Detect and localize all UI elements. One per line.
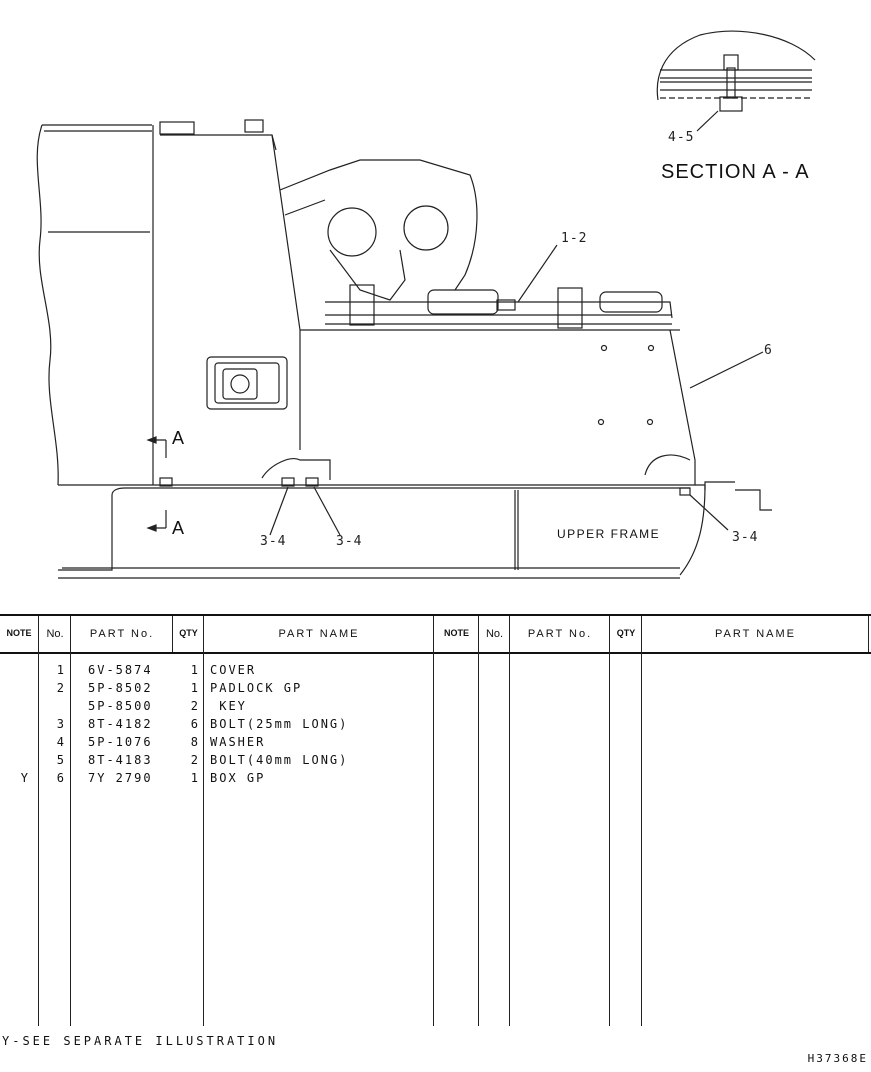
access-plate [206, 356, 288, 410]
row-part-name: BOLT(25mm LONG) [210, 717, 349, 731]
col-divider [70, 616, 71, 1026]
table-row: 3 8T-4182 6 BOLT(25mm LONG) [0, 717, 433, 735]
header-part-name: PART NAME [278, 628, 360, 640]
section-title: SECTION A - A [661, 161, 810, 183]
footnote: Y-SEE SEPARATE ILLUSTRATION [2, 1034, 279, 1048]
row-part-no: 7Y 2790 [88, 771, 153, 785]
toolbox-cover [261, 284, 696, 485]
parts-illustration [36, 30, 816, 579]
callout-4-5: 4-5 [668, 130, 695, 145]
col-divider [509, 616, 510, 1026]
row-part-no: 6V-5874 [88, 663, 153, 677]
table-row: 5 8T-4183 2 BOLT(40mm LONG) [0, 753, 433, 771]
header-no-right: No. [485, 628, 504, 640]
row-note: Y [20, 771, 30, 785]
row-qty: 1 [190, 681, 200, 695]
row-part-no: 8T-4183 [88, 753, 153, 767]
section-detail [656, 30, 816, 132]
section-marks [146, 436, 167, 532]
table-row: 2 5P-8502 1 PADLOCK GP [0, 681, 433, 699]
table-row: Y 6 7Y 2790 1 BOX GP [0, 771, 433, 789]
col-divider [868, 616, 869, 652]
section-mark-top: A [172, 428, 185, 448]
section-mark-bottom: A [172, 518, 185, 538]
row-qty: 1 [190, 771, 200, 785]
cab-structure [36, 119, 301, 486]
col-divider [433, 616, 434, 1026]
header-note: NOTE [6, 628, 32, 638]
row-part-name: KEY [210, 699, 247, 713]
row-no: 2 [56, 681, 66, 695]
row-part-name: BOLT(40mm LONG) [210, 753, 349, 767]
row-no: 1 [56, 663, 66, 677]
row-qty: 8 [190, 735, 200, 749]
header-divider [0, 652, 871, 654]
row-part-no: 5P-8500 [88, 699, 153, 713]
table-row: 4 5P-1076 8 WASHER [0, 735, 433, 753]
header-part-name-right: PART NAME [715, 628, 796, 640]
row-part-name: PADLOCK GP [210, 681, 303, 695]
row-qty: 1 [190, 663, 200, 677]
row-qty: 6 [190, 717, 200, 731]
header-part-no-right: PART No. [527, 628, 593, 640]
boom-support [279, 159, 478, 301]
col-divider [641, 616, 642, 1026]
callout-6: 6 [764, 343, 773, 358]
row-part-name: BOX GP [210, 771, 266, 785]
col-divider [609, 616, 610, 1026]
row-part-no: 5P-1076 [88, 735, 153, 749]
header-qty: QTY [179, 628, 198, 638]
row-part-name: COVER [210, 663, 257, 677]
leader-lines [269, 244, 764, 536]
col-divider [172, 616, 173, 652]
callout-1-2: 1-2 [561, 231, 588, 246]
upper-frame-label: UPPER FRAME [557, 527, 661, 541]
row-no: 6 [56, 771, 66, 785]
col-divider [38, 616, 39, 1026]
row-part-name: WASHER [210, 735, 266, 749]
col-divider [478, 616, 479, 1026]
table-row: 1 6V-5874 1 COVER [0, 663, 433, 681]
header-no: No. [46, 628, 64, 640]
drawing-number: H37368E [807, 1052, 868, 1065]
callout-3-4-middle: 3-4 [336, 534, 363, 549]
callout-3-4-left: 3-4 [260, 534, 287, 549]
row-qty: 2 [190, 753, 200, 767]
row-part-no: 5P-8502 [88, 681, 153, 695]
header-note-right: NOTE [443, 628, 469, 638]
row-no: 4 [56, 735, 66, 749]
header-part-no: PART No. [89, 628, 155, 640]
col-divider [203, 616, 204, 1026]
row-no: 3 [56, 717, 66, 731]
header-qty-right: QTY [616, 628, 636, 638]
row-no: 5 [56, 753, 66, 767]
bolts [159, 299, 691, 496]
table-row: 5P-8500 2 KEY [0, 699, 433, 717]
row-part-no: 8T-4182 [88, 717, 153, 731]
upper-frame [58, 481, 772, 579]
parts-table: NOTE No. PART No. QTY PART NAME NOTE No.… [0, 614, 871, 1026]
row-qty: 2 [190, 699, 200, 713]
callout-3-4-right: 3-4 [732, 530, 759, 545]
